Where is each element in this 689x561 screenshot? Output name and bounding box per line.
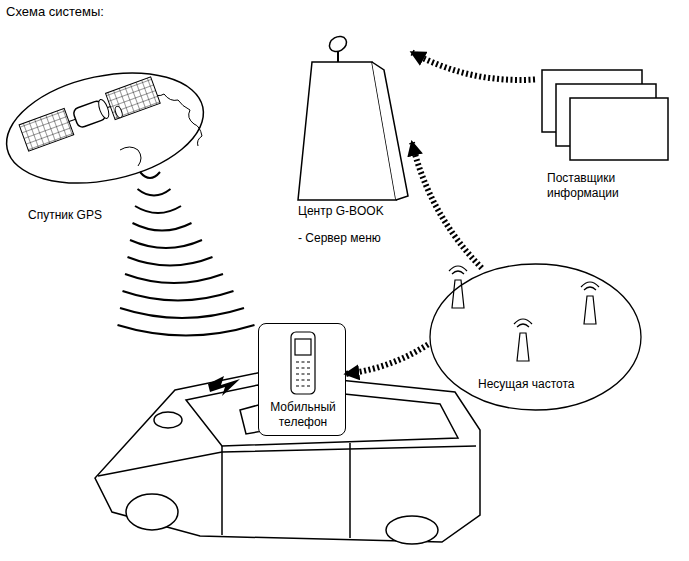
signal-arrow <box>412 53 535 80</box>
signal-wave <box>135 206 181 213</box>
signal-wave <box>130 240 202 248</box>
signal-arrow <box>412 143 482 269</box>
mobile-phone-icon <box>291 332 315 394</box>
node-label: Мобильный телефон <box>263 400 343 430</box>
arrow-heads <box>412 143 482 269</box>
dotted-link <box>412 53 535 80</box>
information-pages <box>542 70 668 160</box>
signal-wave <box>140 172 160 178</box>
arrow-heads <box>346 345 428 374</box>
satellite-node: Спутник GPS <box>10 30 210 230</box>
wireless-bolt <box>208 376 240 396</box>
signal-wave <box>138 189 171 196</box>
gps-signal-waves <box>118 172 255 336</box>
arrow-heads <box>412 53 535 80</box>
node-label: Поставщики информации <box>547 171 657 201</box>
gps-satellite <box>19 77 160 151</box>
phone-box-ground <box>258 323 346 436</box>
server-center-node: Центр G-BOOK - Сервер меню <box>290 30 412 255</box>
signal-wave <box>133 223 192 231</box>
node-label: Несущая частота <box>478 377 574 392</box>
gbook-center-building <box>298 33 408 200</box>
node-label: - Сервер меню <box>298 231 381 246</box>
dotted-link <box>346 345 428 374</box>
carrier-zone: Несущая частота <box>428 262 643 412</box>
signal-arrow <box>346 345 428 374</box>
signal-wave <box>128 257 213 266</box>
signal-wave <box>118 325 255 336</box>
node-label: Спутник GPS <box>28 208 102 223</box>
node-label: Центр G-BOOK <box>298 204 384 219</box>
dotted-link <box>412 143 482 269</box>
signal-wave <box>125 274 223 283</box>
diagram-title: Схема системы: <box>6 4 104 19</box>
signal-wave <box>120 308 244 318</box>
signal-wave <box>123 291 234 301</box>
provider-node: Поставщики информации <box>535 65 675 210</box>
phone-box: Мобильный телефон <box>258 323 346 436</box>
cell-tower <box>449 266 599 361</box>
continent <box>120 147 141 166</box>
earth-globe <box>0 56 214 199</box>
